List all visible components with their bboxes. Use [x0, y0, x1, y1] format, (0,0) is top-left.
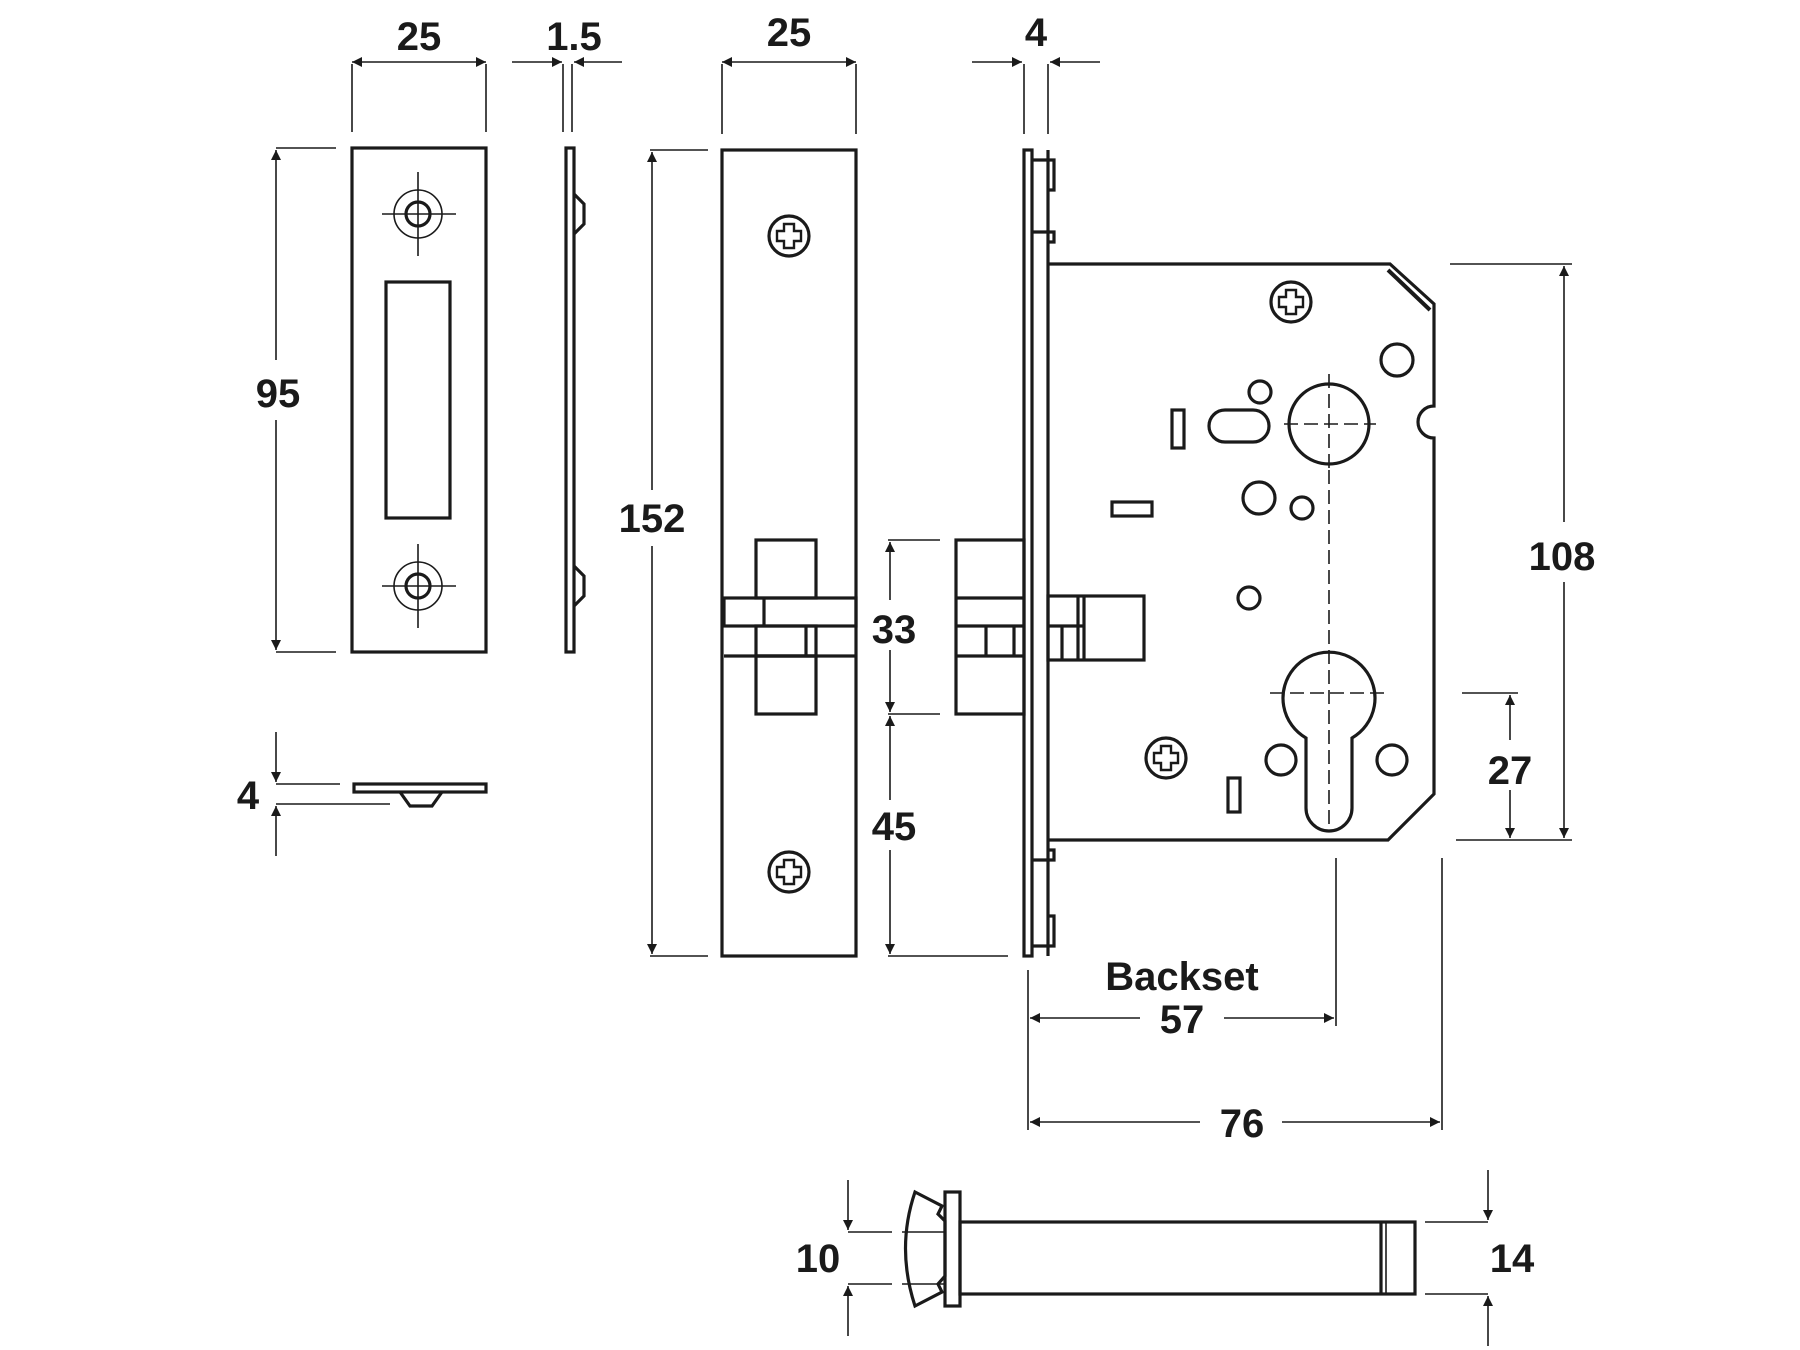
dim-label: 152 [619, 497, 686, 541]
dim-spindle-large: 14 [1425, 1170, 1535, 1346]
lock-case [954, 148, 1436, 958]
striker-plate-front [350, 146, 488, 654]
dim-forend-width: 25 [721, 11, 857, 134]
dim-bolt-spacing: 33 45 [872, 539, 1008, 957]
dim-striker-height: 95 [256, 147, 336, 653]
dim-backset: Backset 57 76 [1027, 858, 1443, 1146]
dim-label: 33 [872, 608, 917, 652]
dim-striker-depth: 4 [237, 732, 390, 856]
dim-cylinder-offset: 27 [1462, 692, 1533, 838]
dim-forend-height: 152 [619, 149, 708, 957]
dim-label: 14 [1490, 1237, 1535, 1281]
dim-label: 25 [397, 15, 442, 59]
dim-label: 27 [1488, 749, 1533, 793]
dim-label: 4 [1025, 11, 1048, 55]
dim-label: 1.5 [546, 15, 602, 59]
dim-label: 4 [237, 774, 260, 818]
screw-icon [767, 850, 811, 894]
dim-striker-thickness: 1.5 [512, 15, 622, 132]
dim-label: 10 [796, 1237, 841, 1281]
dim-label: 57 [1160, 998, 1205, 1042]
striker-plate-side [564, 146, 586, 654]
dim-case-height: 108 [1450, 263, 1596, 841]
dim-label: 108 [1529, 535, 1596, 579]
dim-label: 45 [872, 805, 917, 849]
dim-spindle-small: 10 [796, 1180, 892, 1336]
striker-plate-top [352, 782, 488, 808]
backset-label: Backset [1105, 955, 1258, 999]
spindle [902, 1189, 1417, 1309]
dim-label: 95 [256, 372, 301, 416]
screw-icon [1269, 280, 1313, 324]
dim-label: 25 [767, 11, 812, 55]
screw-icon [1144, 736, 1188, 780]
dim-striker-width: 25 [351, 15, 487, 132]
dim-forend-thickness: 4 [972, 11, 1100, 134]
screw-icon [767, 214, 811, 258]
screw-hole-icon [382, 172, 456, 256]
forend-plate-front [720, 148, 858, 958]
screw-hole-icon [382, 544, 456, 628]
dim-label: 76 [1220, 1102, 1265, 1146]
